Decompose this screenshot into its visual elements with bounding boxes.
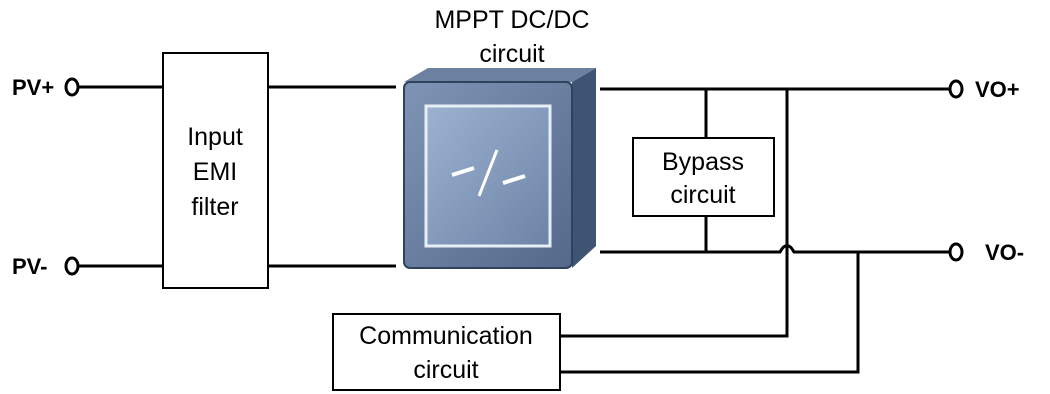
converter-dash-right [502,174,526,185]
terminal-pv-minus [64,256,80,276]
wire-output-negative [600,244,950,254]
label-pv-plus: PV+ [12,75,54,100]
terminal-vo-plus [948,79,964,99]
emi-filter-label-line2: EMI [193,158,237,186]
communication-label-line1: Communication [359,322,533,350]
mppt-label-line2: circuit [479,40,544,68]
converter-dash-left [451,166,475,177]
bypass-label-line1: Bypass [662,148,744,176]
label-pv-minus: PV- [12,254,47,279]
wiring [78,85,950,374]
label-vo-plus: VO+ [975,77,1020,102]
wire-comm-to-vo-plus [560,89,789,338]
converter-top [404,68,596,82]
mppt-label-line1: MPPT DC/DC [434,6,589,34]
terminal-pv-plus [64,77,80,97]
emi-filter-block [162,52,269,289]
bypass-block [632,137,775,217]
wire-comm-to-vo-minus [560,252,860,374]
terminal-vo-minus [948,242,964,262]
emi-filter-label-line3: filter [191,193,238,221]
emi-filter-label-line1: Input [187,123,243,151]
converter-side [572,68,596,268]
dc-dc-converter-icon [403,68,596,269]
bypass-label-line2: circuit [670,181,735,209]
communication-label-line2: circuit [413,356,478,384]
label-vo-minus: VO- [985,240,1024,265]
converter-slash [477,149,499,197]
communication-block [332,313,561,391]
